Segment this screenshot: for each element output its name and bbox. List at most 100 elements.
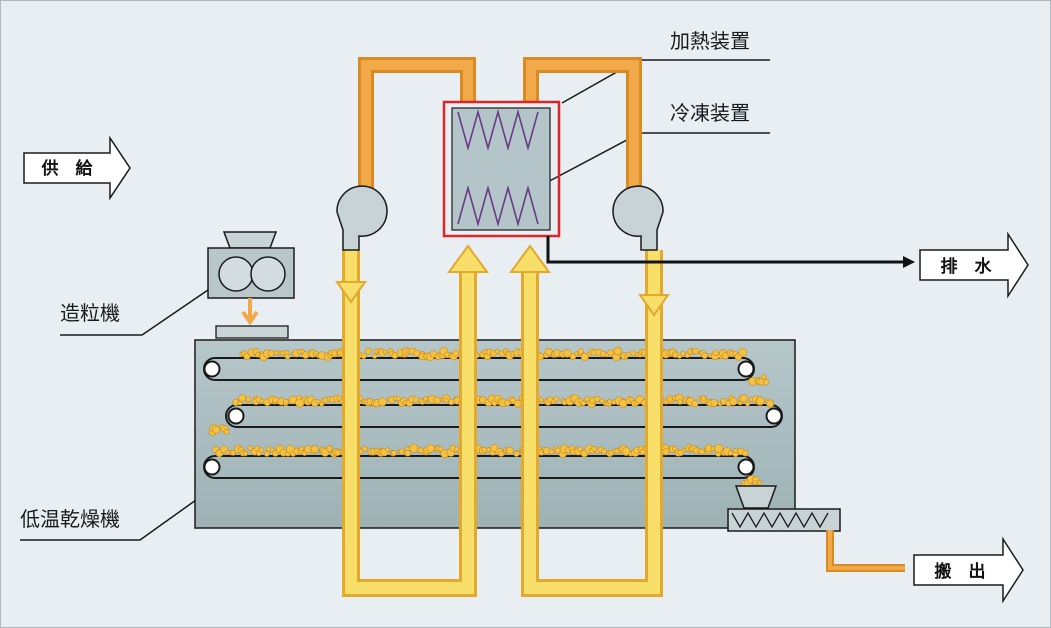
pellet	[426, 444, 435, 453]
pellet	[454, 446, 460, 452]
pellet	[752, 480, 758, 485]
pellet	[295, 398, 305, 408]
pellet	[273, 350, 280, 356]
granulator-roll-right	[250, 256, 286, 292]
heat-exchanger-highlight	[442, 100, 561, 238]
granulator-label: 造粒機	[60, 301, 120, 325]
pellet	[607, 349, 615, 357]
coil-upper	[457, 109, 539, 151]
pellet	[505, 446, 514, 455]
pellet	[364, 347, 372, 355]
pellet	[494, 348, 500, 354]
pellet	[738, 347, 747, 357]
pellet	[739, 394, 748, 403]
pellet	[498, 450, 505, 457]
pellet	[548, 448, 555, 455]
pellet	[727, 450, 734, 456]
pellet	[412, 396, 420, 404]
pellet	[580, 352, 589, 362]
pellet	[245, 396, 252, 402]
pellet	[601, 448, 608, 455]
pellet	[691, 400, 699, 408]
supply-label: 供 給	[41, 158, 94, 179]
pellet	[385, 447, 391, 453]
belt-rollers	[203, 360, 783, 476]
pellet	[710, 398, 719, 407]
granulator-roll-left	[218, 256, 254, 292]
pellet	[538, 397, 544, 403]
pellet	[762, 379, 770, 386]
pellet	[692, 347, 699, 355]
pellet	[577, 348, 585, 355]
dryer-unit	[194, 339, 841, 532]
pellet	[360, 353, 367, 360]
pellet	[282, 398, 289, 405]
pellet	[672, 446, 678, 452]
pellet	[223, 428, 230, 435]
pellet	[676, 353, 682, 359]
pellet	[382, 349, 388, 355]
pellet	[378, 397, 387, 407]
pellet	[247, 445, 253, 451]
pellet	[404, 449, 412, 457]
pellet	[267, 349, 275, 357]
air-ducts	[342, 57, 905, 597]
pellet	[553, 396, 559, 403]
drain-label: 排 水	[941, 256, 993, 277]
pellet	[562, 348, 572, 358]
leader-granulator	[60, 289, 209, 336]
supply-box: 供 給	[23, 135, 131, 201]
pellet	[284, 353, 291, 360]
pellet	[452, 349, 460, 357]
granulator-unit	[207, 231, 295, 339]
freezing-device-label: 冷凍装置	[670, 101, 750, 125]
pellet	[258, 447, 265, 453]
pellet	[662, 448, 670, 456]
pellet	[513, 450, 520, 457]
pellet	[699, 448, 705, 455]
pellet	[613, 346, 622, 356]
carry-out-box: 搬 出	[913, 536, 1024, 604]
discharge-hopper	[734, 485, 778, 509]
pellet	[701, 352, 708, 359]
pellet	[757, 480, 762, 486]
pellet	[626, 352, 631, 358]
pellet	[580, 400, 587, 407]
granulator-feed-arrow	[241, 298, 259, 326]
pellet	[606, 399, 613, 405]
arrow-up-left	[447, 244, 489, 273]
pellet	[242, 450, 249, 457]
pellet	[593, 395, 601, 403]
pellet	[630, 350, 637, 357]
pellet	[714, 443, 724, 453]
pellet	[443, 397, 449, 404]
pellet	[700, 395, 707, 401]
drain-arrowhead	[903, 256, 915, 268]
pellet	[766, 399, 775, 408]
pellet	[212, 425, 221, 434]
pellet	[681, 447, 687, 453]
pellet	[326, 445, 333, 452]
pellet	[741, 450, 749, 457]
heat-exchanger	[442, 100, 915, 268]
pellet	[729, 397, 738, 406]
pellet	[577, 446, 583, 452]
arrow-down-right-1	[638, 294, 670, 317]
pellet	[680, 350, 686, 357]
fan-right	[612, 185, 664, 251]
coil-lower	[457, 185, 539, 227]
flow-arrows	[335, 244, 670, 317]
pellet	[361, 445, 368, 452]
pellet	[230, 449, 236, 456]
screw-flights	[731, 511, 829, 529]
heating-device-label: 加熱装置	[670, 29, 750, 53]
pellet	[756, 396, 765, 406]
carry-out-label: 搬 出	[935, 561, 986, 582]
pellet	[504, 399, 511, 407]
pellet	[238, 394, 247, 402]
pellet	[733, 447, 739, 453]
pellet	[569, 353, 577, 360]
pellet	[448, 398, 455, 406]
fan-left	[336, 185, 388, 251]
drain-line	[546, 236, 905, 264]
